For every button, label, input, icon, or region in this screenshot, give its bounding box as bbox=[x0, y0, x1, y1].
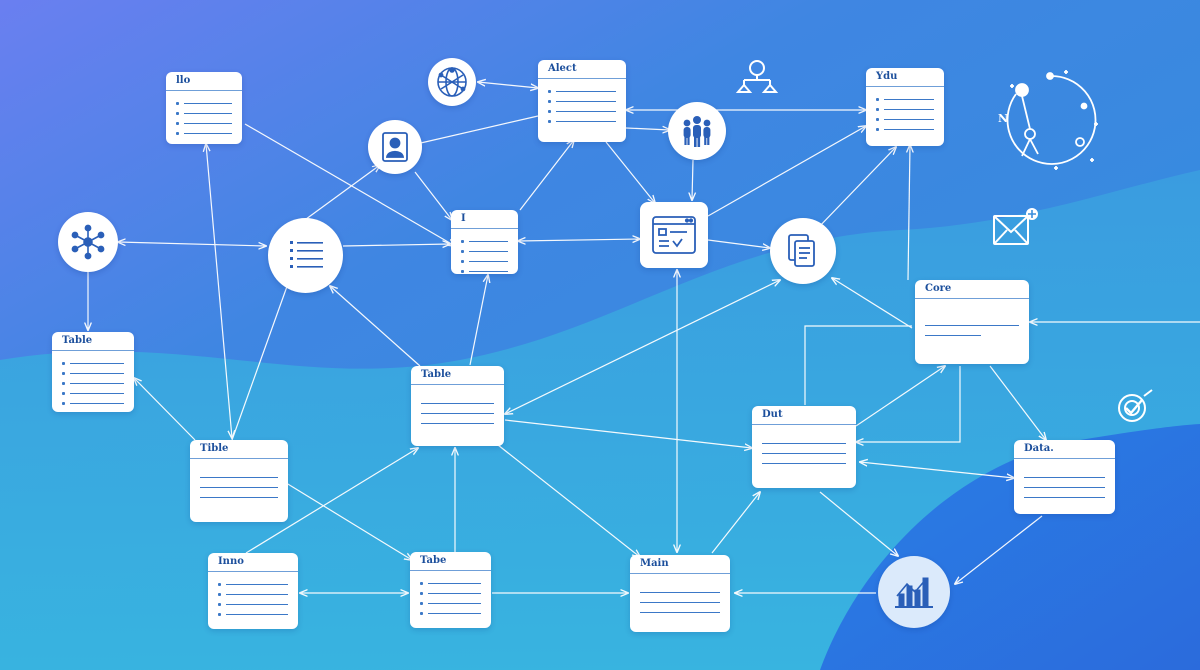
node-card-core[interactable]: Core bbox=[915, 280, 1029, 364]
hub-network-icon[interactable] bbox=[58, 212, 118, 272]
node-card-dut[interactable]: Dut bbox=[752, 406, 856, 488]
globe-icon[interactable] bbox=[428, 58, 476, 106]
node-card-data[interactable]: Data. bbox=[1014, 440, 1115, 514]
node-title: Data. bbox=[1014, 440, 1115, 459]
node-rows bbox=[538, 79, 626, 126]
node-rows bbox=[410, 571, 491, 618]
list-circle-node[interactable] bbox=[268, 218, 343, 293]
node-title: Table bbox=[411, 366, 504, 385]
node-title: Main bbox=[630, 555, 730, 574]
node-card-tible[interactable]: Tible bbox=[190, 440, 288, 522]
documents-icon[interactable] bbox=[770, 218, 836, 284]
node-card-inno[interactable]: Inno bbox=[208, 553, 298, 629]
node-rows bbox=[190, 459, 288, 502]
node-title: Dut bbox=[752, 406, 856, 425]
person-card-icon[interactable] bbox=[368, 120, 422, 174]
node-title: Ydu bbox=[866, 68, 944, 87]
node-card-ydu[interactable]: Ydu bbox=[866, 68, 944, 146]
browser-window-icon[interactable] bbox=[640, 202, 708, 268]
node-card-table-left[interactable]: Table bbox=[52, 332, 134, 412]
node-title: Table bbox=[52, 332, 134, 351]
node-title: Inno bbox=[208, 553, 298, 572]
node-card-main[interactable]: Main bbox=[630, 555, 730, 632]
constellation-label: N bbox=[998, 112, 1008, 125]
node-rows bbox=[451, 229, 518, 274]
node-title: Alect bbox=[538, 60, 626, 79]
node-rows bbox=[915, 299, 1029, 340]
constellation-icon: N bbox=[998, 70, 1098, 170]
node-title: Tabe bbox=[410, 552, 491, 571]
node-rows bbox=[752, 425, 856, 468]
node-rows bbox=[411, 385, 504, 428]
node-card-alect[interactable]: Alect bbox=[538, 60, 626, 142]
node-rows bbox=[1014, 459, 1115, 502]
node-rows bbox=[52, 351, 134, 408]
node-rows bbox=[208, 572, 298, 619]
node-title: Tible bbox=[190, 440, 288, 459]
people-icon[interactable] bbox=[668, 102, 726, 160]
bar-chart-icon[interactable] bbox=[878, 556, 950, 628]
node-rows bbox=[630, 574, 730, 617]
target-check-icon bbox=[1118, 389, 1153, 422]
node-card-table-center[interactable]: Table bbox=[411, 366, 504, 446]
node-title: I bbox=[451, 210, 518, 229]
node-rows bbox=[166, 91, 242, 138]
node-rows bbox=[866, 87, 944, 134]
node-title: llo bbox=[166, 72, 242, 91]
node-card-i[interactable]: I bbox=[451, 210, 518, 274]
org-structure-icon bbox=[735, 60, 779, 93]
node-title: Core bbox=[915, 280, 1029, 299]
node-card-tabe[interactable]: Tabe bbox=[410, 552, 491, 628]
mail-icon bbox=[993, 208, 1038, 245]
node-card-llo[interactable]: llo bbox=[166, 72, 242, 144]
